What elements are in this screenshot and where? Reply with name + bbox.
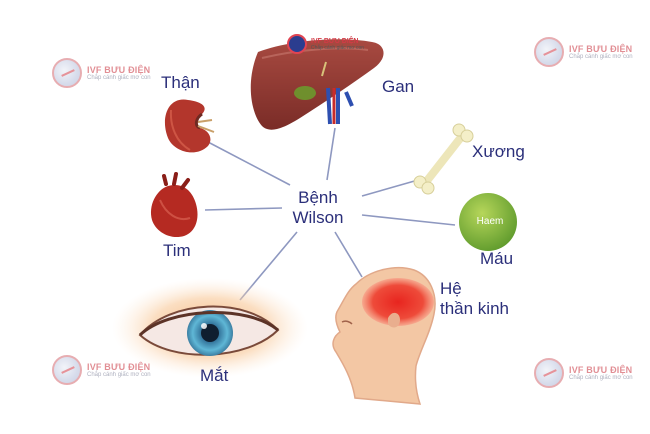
watermark-logo-icon bbox=[534, 358, 564, 388]
line-than bbox=[207, 141, 291, 186]
liver-icon bbox=[250, 39, 384, 130]
watermark-logo-icon bbox=[52, 58, 82, 88]
line-gan bbox=[326, 127, 336, 181]
label-than: Thận bbox=[161, 73, 200, 92]
watermark-top-right: IVF BƯU ĐIỆN Chắp cánh giấc mơ con bbox=[534, 37, 633, 67]
label-gan: Gan bbox=[382, 77, 415, 96]
center-label: Bệnh Wilson bbox=[276, 188, 360, 228]
bone-icon bbox=[413, 123, 474, 195]
haem-circle bbox=[459, 193, 517, 251]
watermark-tagline: Chắp cánh giấc mơ con bbox=[87, 75, 151, 81]
label-mau: Máu bbox=[480, 249, 514, 268]
head-icon bbox=[332, 266, 436, 405]
center-line-2: Wilson bbox=[292, 208, 344, 227]
eye-icon bbox=[112, 278, 308, 378]
watermark-brand: IVF BƯU ĐIỆN bbox=[87, 65, 151, 75]
watermark-logo-icon bbox=[534, 37, 564, 67]
connector-lines bbox=[204, 127, 456, 301]
watermark-top-left: IVF BƯU ĐIỆN Chắp cánh giấc mơ con bbox=[52, 58, 151, 88]
line-tim bbox=[204, 207, 283, 211]
kidney-icon bbox=[164, 99, 215, 153]
watermark-tagline: Chắp cánh giấc mơ con bbox=[569, 54, 633, 60]
brand-logo-name: IVF BƯU ĐIỆN bbox=[311, 37, 359, 45]
brand-logo: IVF BƯU ĐIỆN Chắp cánh giấc mơ con bbox=[287, 34, 364, 54]
brand-logo-tagline: Chắp cánh giấc mơ con bbox=[311, 44, 365, 51]
watermark-bottom-left: IVF BƯU ĐIỆN Chắp cánh giấc mơ con bbox=[52, 355, 151, 385]
watermark-logo-icon bbox=[52, 355, 82, 385]
label-he-than-kinh-1: Hệ bbox=[440, 279, 462, 298]
label-mat: Mắt bbox=[200, 366, 229, 385]
label-he-than-kinh-2: thần kinh bbox=[440, 299, 509, 318]
watermark-tagline: Chắp cánh giấc mơ con bbox=[569, 375, 633, 381]
watermark-bottom-right: IVF BƯU ĐIỆN Chắp cánh giấc mơ con bbox=[534, 358, 633, 388]
label-xuong: Xương bbox=[472, 142, 525, 161]
line-he-than-kinh bbox=[334, 231, 363, 278]
watermark-brand: IVF BƯU ĐIỆN bbox=[569, 365, 633, 375]
haem-label: Haem bbox=[476, 216, 504, 227]
heart-icon bbox=[150, 172, 198, 238]
line-xuong bbox=[361, 179, 419, 197]
watermark-brand: IVF BƯU ĐIỆN bbox=[569, 44, 633, 54]
brand-logo-icon bbox=[287, 34, 307, 54]
watermark-brand: IVF BƯU ĐIỆN bbox=[87, 362, 151, 372]
line-mau bbox=[361, 214, 456, 226]
watermark-tagline: Chắp cánh giấc mơ con bbox=[87, 372, 151, 378]
center-line-1: Bệnh bbox=[298, 188, 338, 207]
label-tim: Tim bbox=[163, 241, 191, 260]
